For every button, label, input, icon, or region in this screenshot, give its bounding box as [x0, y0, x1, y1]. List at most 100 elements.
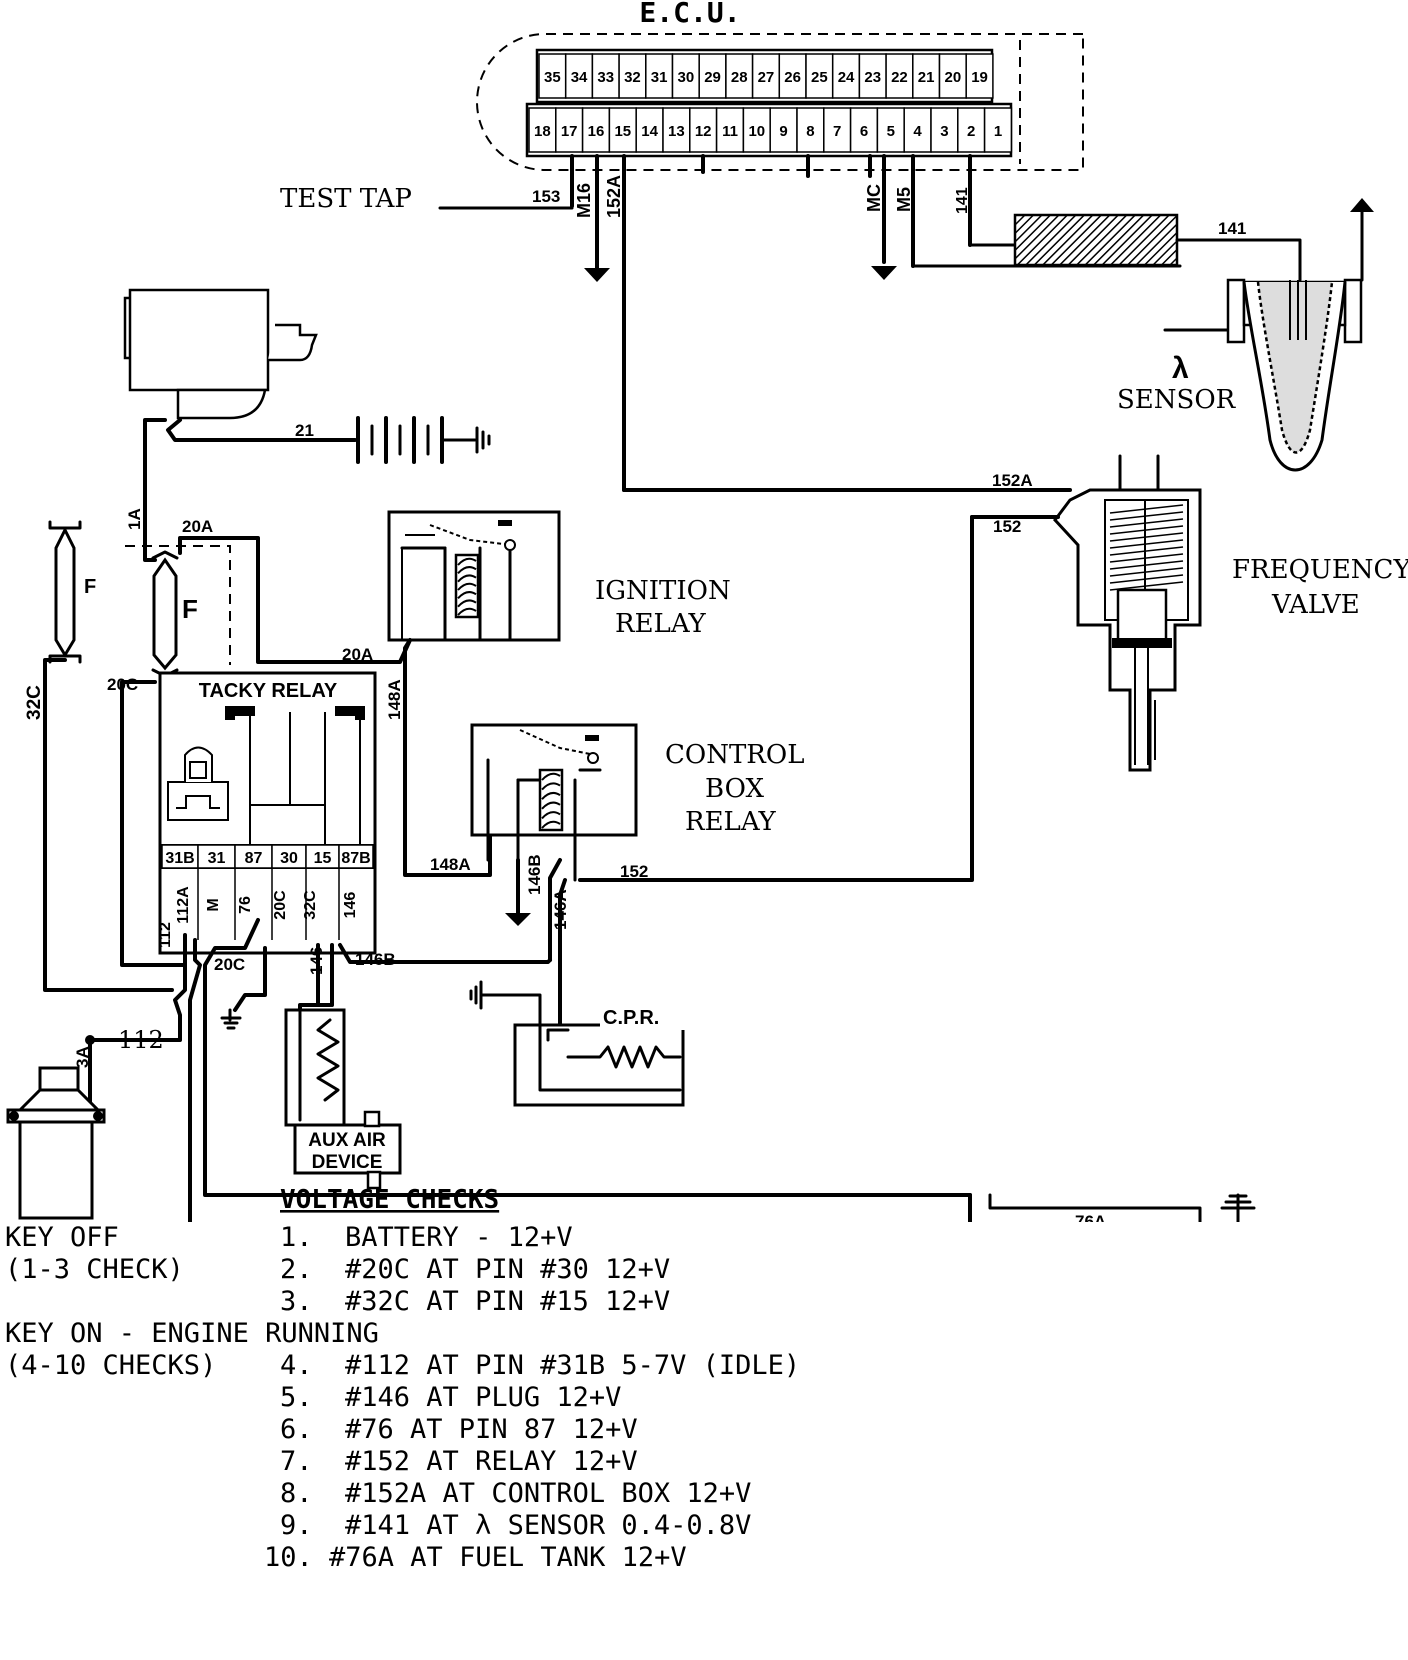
ecu-pin-label: 7: [833, 123, 841, 140]
ecu-pin: 25: [805, 53, 834, 99]
frequency-valve: [1053, 454, 1202, 772]
ecu-pin: 30: [671, 53, 700, 99]
ecu-pin: 35: [538, 53, 567, 99]
lambda-symbol: λ: [1172, 352, 1189, 385]
cpr-unit: C.P.R.: [513, 1002, 690, 1107]
ground-symbol-m16: [584, 213, 610, 282]
ecu-pin: 1: [983, 107, 1013, 153]
ecu-leads: [570, 154, 972, 492]
aux-air-device: AUX AIR DEVICE: [284, 1008, 402, 1190]
ignition-coil: [6, 1058, 106, 1220]
wire-148a: [403, 638, 492, 877]
wire-152a-valve-label: 152A: [992, 471, 1033, 490]
control-box-relay: [470, 723, 638, 882]
check-item: 10. #76A AT FUEL TANK 12+V: [264, 1542, 687, 1573]
key-off-range-label: (1-3 CHECK): [5, 1254, 184, 1285]
key-on-range-label: (4-10 CHECKS): [5, 1350, 217, 1381]
ecu-pin-label: 22: [891, 69, 908, 86]
ecu-pin: 7: [823, 107, 852, 153]
ecu-pin-label: 3: [940, 123, 948, 140]
ecu-pin: 19: [965, 53, 994, 99]
wire-21: [166, 418, 357, 442]
key-off-label: KEY OFF: [5, 1222, 119, 1253]
ecu-pin: 23: [858, 53, 887, 99]
wire-mc-label: MC: [864, 184, 884, 212]
check-item: 6. #76 AT PIN 87 12+V: [280, 1414, 638, 1445]
ecu-pin: 26: [778, 53, 807, 99]
check-item: 9. #141 AT λ SENSOR 0.4-0.8V: [280, 1510, 752, 1541]
ecu-pin-label: 27: [758, 69, 775, 86]
wire-148a-h-label: 148A: [430, 855, 471, 874]
ecu-pin: 15: [608, 107, 637, 153]
voltage-checks-title: VOLTAGE CHECKS: [280, 1185, 499, 1215]
ecu-pin-label: 11: [722, 123, 738, 140]
ecu-pin-label: 13: [668, 123, 685, 140]
fuse-large-label: F: [182, 594, 198, 624]
check-item: 5. #146 AT PLUG 12+V: [280, 1382, 622, 1413]
ecu-pin-label: 28: [731, 69, 748, 86]
fuse-dash: [125, 545, 231, 665]
ecu-pin-label: 9: [779, 123, 787, 140]
ecu-pin: 32: [618, 53, 647, 99]
tacky-pin: 15: [305, 844, 340, 869]
tacky-pin-label: 20C: [272, 890, 289, 920]
wire-152: [578, 515, 974, 882]
wire-141-h-label: 141: [1218, 219, 1246, 238]
ecu-pin-label: 31: [651, 69, 668, 86]
wire-153-label: 153: [532, 187, 560, 206]
wire-20a-mid-label: 20A: [342, 645, 373, 664]
wire-152a-top-label: 152A: [604, 175, 624, 218]
wire-152-valve-label: 152: [993, 517, 1021, 536]
tacky-pin-label: 112: [157, 922, 174, 948]
wire-152-relay-label: 152: [620, 862, 648, 881]
wire-1a-label: 1A: [125, 508, 144, 530]
ecu-pin-label: 12: [695, 123, 712, 140]
starter-motor: [123, 288, 318, 420]
ecu-pin-label: 18: [534, 123, 551, 140]
ecu-pin: 31: [645, 53, 674, 99]
cpr-label: C.P.R.: [603, 1007, 659, 1029]
ecu-pin: 22: [885, 53, 914, 99]
ecu-pin-label: 5: [887, 123, 895, 140]
ignition-relay-label-1: IGNITION: [595, 576, 731, 606]
wire-20a: [178, 536, 412, 664]
tacky-pin-label: 87: [245, 850, 263, 867]
key-on-label: KEY ON - ENGINE RUNNING: [5, 1318, 379, 1349]
ground-symbol-146b: [505, 913, 531, 926]
tacky-pin-label: 32C: [302, 890, 319, 920]
check-item: 2. #20C AT PIN #30 12+V: [280, 1254, 671, 1285]
ground-symbol-mc: [871, 266, 897, 280]
ignition-relay: [387, 510, 561, 642]
wire-20a-top-label: 20A: [182, 517, 213, 536]
ecu-pin: 10: [742, 107, 771, 153]
ecu-outline: [476, 33, 1084, 171]
ecu-pin-label: 35: [544, 69, 561, 86]
ecu-pin: 5: [876, 107, 905, 153]
fuse-large: [151, 550, 179, 678]
tacky-pin: 31: [197, 844, 236, 869]
lambda-sensor: [1163, 198, 1374, 472]
wire-m16-label: M16: [574, 183, 594, 218]
tacky-pin-label: 30: [280, 850, 298, 867]
wire-1a: [143, 418, 167, 562]
ecu-pin-label: 20: [945, 69, 962, 86]
ecu-pin: 21: [912, 53, 941, 99]
fuse-small-label: F: [84, 576, 96, 598]
wire-146-v-label: 146: [307, 947, 326, 975]
tacky-pin: 87B: [338, 844, 374, 869]
ecu-pin-label: 14: [641, 123, 658, 140]
wire-148a-v-label: 148A: [385, 679, 404, 720]
sensor-label: SENSOR: [1117, 385, 1237, 415]
ecu-pin: 16: [581, 107, 611, 153]
ecu-pin-label: 26: [784, 69, 801, 86]
ecu-pin-label: 30: [678, 69, 695, 86]
ecu-pin: 27: [751, 53, 781, 99]
tacky-pin-label: 146: [342, 892, 359, 919]
cpr-ground-wire: [480, 993, 542, 1027]
voltage-checks: KEY OFF (1-3 CHECK) KEY ON - ENGINE RUNN…: [0, 1222, 1408, 1660]
control-box-relay-label-2: BOX: [705, 774, 764, 804]
aux-air-label-2: DEVICE: [312, 1152, 383, 1173]
